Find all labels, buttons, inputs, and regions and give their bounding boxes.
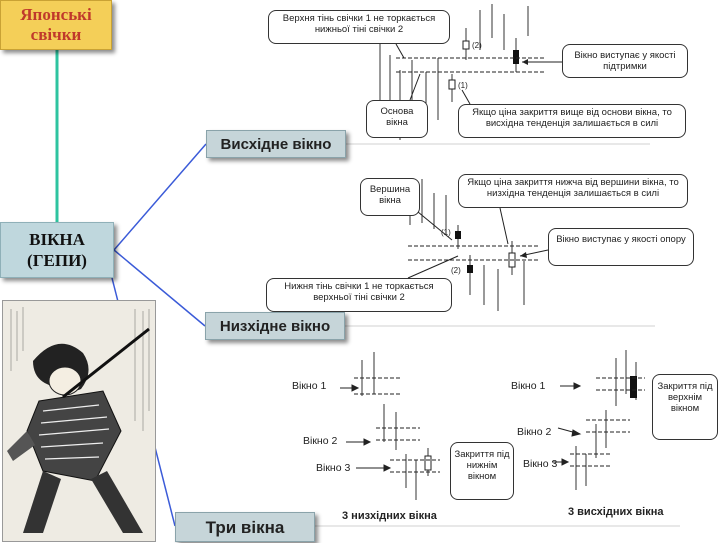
falling-window-chart [408, 179, 540, 311]
falling-note-shadow: Нижня тінь свічки 1 не торкається верхнь… [266, 278, 452, 312]
falling-marker-2: (2) [451, 266, 461, 275]
rising-arrows [395, 43, 562, 105]
rising-close-note: Закриття під верхнім вікном [652, 374, 718, 440]
rising-note-support: Вікно виступає у якості підтримки [562, 44, 688, 78]
falling-marker-1: (1) [441, 228, 451, 237]
section-rising-window: Висхідне вікно [206, 130, 346, 158]
section-falling-window: Низхідне вікно [205, 312, 345, 340]
candle-1-body [455, 231, 461, 239]
three-windows-chart [340, 350, 645, 500]
falling-arrows [407, 207, 549, 279]
rising-note-trend: Якщо ціна закриття вище від основи вікна… [458, 104, 686, 138]
support-candle-body [513, 50, 519, 64]
falling-window-3-label: Вікно 3 [316, 462, 351, 474]
rising-marker-1: (1) [458, 81, 468, 90]
title-box: Японські свічки [0, 0, 112, 50]
falling-note-trend: Якщо ціна закриття нижча від вершини вік… [458, 174, 688, 208]
rising-window-3-label: Вікно 3 [523, 458, 558, 470]
rising-window-1-label: Вікно 1 [511, 380, 546, 392]
falling-close-note: Закриття під нижнім вікном [450, 442, 514, 500]
rising-note-shadow: Верхня тінь свічки 1 не торкається нижнь… [268, 10, 450, 44]
connector-rising [113, 143, 207, 251]
samurai-figure-icon [3, 301, 155, 541]
falling-window-2-label: Вікно 2 [303, 435, 338, 447]
candle-2-body [467, 265, 473, 273]
falling-window-1-label: Вікно 1 [292, 380, 327, 392]
connector-falling [113, 249, 206, 327]
section-three-windows: Три вікна [175, 512, 315, 542]
candle-2-body [462, 40, 470, 50]
falling-note-top: Вершина вікна [360, 178, 420, 216]
main-topic-box: ВІКНА (ГЕПИ) [0, 222, 114, 278]
candle-1-body [448, 79, 456, 90]
rising-close-candle [630, 376, 637, 398]
samurai-illustration [2, 300, 156, 542]
caption-three-rising: 3 висхідних вікна [568, 506, 664, 518]
falling-note-resistance: Вікно виступає у якості опору [548, 228, 694, 266]
falling-close-candle [424, 455, 432, 471]
rising-note-base: Основа вікна [366, 100, 428, 138]
caption-three-falling: 3 низхідних вікна [342, 510, 437, 522]
rising-marker-2: (2) [472, 41, 482, 50]
rising-window-2-label: Вікно 2 [517, 426, 552, 438]
